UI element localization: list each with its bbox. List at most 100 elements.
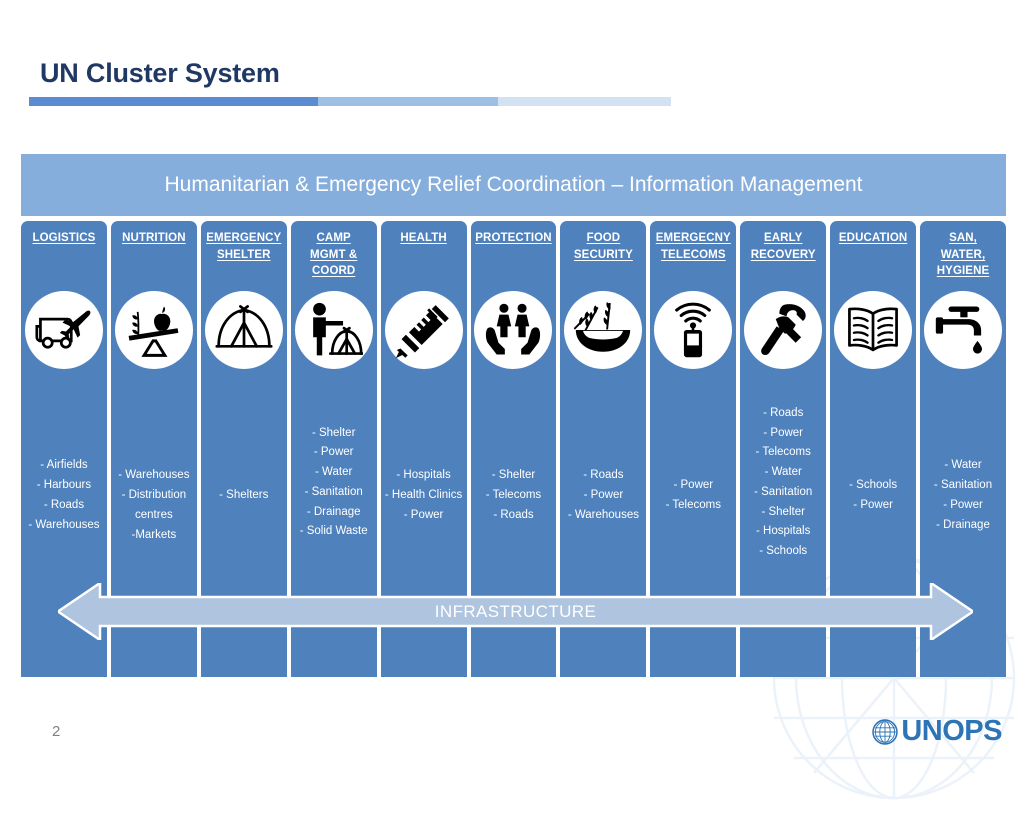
cluster-column[interactable]: HEALTH - Hospitals - Health Clinics - Powe… (380, 221, 467, 677)
cluster-list-item: - Drainage (936, 518, 990, 531)
cluster-column-header: EARLY RECOVERY (740, 230, 826, 263)
cluster-list-item: - Water (764, 466, 802, 479)
cluster-list-item: - Roads (763, 406, 804, 419)
cluster-column-list: - Airfields - Harbours - Roads - Warehouses (21, 456, 107, 535)
cluster-column-header: HEALTH (381, 230, 467, 247)
cluster-list-item: - Warehouses (118, 469, 190, 482)
un-emblem-icon (872, 718, 899, 745)
cluster-column-header-line: SECURITY (573, 248, 633, 261)
cluster-column-list: - Roads - Power - Telecoms - Water - Sanitat… (740, 404, 826, 562)
cluster-column[interactable]: EDUCATION - Schools- Power (830, 221, 917, 677)
cluster-column-header-line: HEALTH (400, 232, 447, 244)
syringe-icon (384, 291, 463, 369)
cluster-list-item: - Shelters (219, 489, 269, 502)
cluster-column-header-line: WATER, (940, 248, 986, 261)
cluster-column[interactable]: PROTECTION - Shelter- Telecoms- Roads (470, 221, 557, 677)
page-title: UN Cluster System (40, 58, 280, 88)
cluster-column-header-line: CAMP (316, 232, 351, 244)
cluster-column-header-line: MGMT & (310, 248, 358, 261)
cluster-column-list: - Shelters (201, 486, 287, 506)
cluster-list-item: - Drainage (306, 505, 361, 518)
title-underline-rule (29, 97, 672, 106)
cluster-column[interactable]: EMERGENCY SHELTER - Shelters (200, 221, 287, 677)
cluster-list-item: - Distribution centres (121, 489, 187, 521)
mobile-signal-icon (654, 291, 733, 369)
cluster-list-item: - Hospitals (756, 525, 811, 538)
banner: Humanitarian & Emergency Relief Coordina… (21, 154, 1006, 216)
cluster-list-item: - Telecoms (485, 489, 542, 502)
hands-people-icon (474, 291, 553, 369)
cluster-column[interactable]: NUTRITION - Warehouses - Distribution cen… (110, 221, 197, 677)
cluster-list-item: - Warehouses (28, 518, 100, 531)
cluster-column-header-line: EARLY (763, 232, 803, 244)
unops-logo: UNOPS (872, 717, 1002, 746)
cluster-list-item: - Water (315, 466, 353, 479)
cluster-list-item: - Sanitation (933, 479, 993, 492)
cluster-list-item: - Shelter (491, 469, 536, 482)
tent-icon (204, 291, 283, 369)
cluster-column-header-line: TELECOMS (660, 248, 726, 261)
cluster-list-item: - Health Clinics (384, 489, 463, 502)
cluster-list-item: - Roads (43, 498, 85, 511)
cluster-column-list: - Warehouses- Distribution centres-Marke… (111, 466, 197, 545)
cluster-list-item: - Power (763, 426, 804, 439)
cluster-list-item: - Schools (759, 545, 808, 558)
cluster-column-header-line: EMERGENCY (206, 232, 282, 244)
cluster-list-item: - Shelter (311, 426, 356, 439)
cluster-list-item: - Water (944, 459, 982, 472)
cluster-list-item: - Harbours (36, 479, 92, 492)
cluster-column-header-line: RECOVERY (750, 248, 816, 261)
cluster-column-header-line: COORD (312, 265, 356, 278)
cluster-column-list: - Shelter - Telecoms - Roads (471, 466, 557, 525)
cluster-column[interactable]: LOGISTICS - Airfields- Harbours- Roads- … (21, 221, 107, 677)
unops-logo-text: UNOPS (901, 715, 1002, 747)
cluster-column-header-line: SAN, (949, 232, 977, 244)
truck-plane-icon (24, 291, 103, 369)
cluster-column-list: - Hospitals - Health Clinics - Power (381, 466, 467, 525)
cluster-column-header: EMERGENCY SHELTER (201, 230, 287, 263)
cluster-column-header: CAMP MGMT & COORD (291, 230, 377, 280)
tap-water-icon (924, 291, 1003, 369)
cluster-column-header-line: HYGIENE (936, 265, 990, 278)
cluster-column-header: EDUCATION (830, 230, 916, 247)
cluster-columns: LOGISTICS - Airfields- Harbours- Roads- … (21, 221, 1006, 677)
cluster-list-item: - Roads (583, 469, 624, 482)
cluster-list-item: - Shelter (761, 505, 805, 518)
open-book-icon (834, 291, 913, 369)
cluster-column-list: - Schools- Power (830, 476, 916, 516)
cluster-column-list: - Roads - Power - Warehouses (560, 466, 646, 525)
cluster-list-item: - Power (943, 498, 983, 511)
cluster-list-item: - Telecoms (755, 446, 811, 459)
cluster-list-item: - Warehouses (567, 508, 639, 521)
cluster-list-item: - Hospitals (396, 469, 451, 482)
cluster-column-header: NUTRITION (111, 230, 197, 247)
cluster-column-list: - Shelter- Power- Water- Sanitation- Dra… (291, 424, 377, 543)
rule-segment-dark (29, 97, 318, 106)
cluster-list-item: - Solid Waste (299, 525, 368, 538)
cluster-column-header-line: SHELTER (217, 248, 271, 261)
person-tent-icon (294, 291, 373, 369)
cluster-list-item: - Sanitation (754, 485, 813, 498)
cluster-list-item: - Schools (849, 479, 898, 492)
cluster-list-item: - Airfields (40, 459, 88, 472)
cluster-list-item: - Sanitation (304, 485, 363, 498)
cluster-column-header-line: NUTRITION (122, 232, 186, 244)
cluster-list-item: - Roads (493, 508, 534, 521)
cluster-column[interactable]: SAN, WATER, HYGIENE - Water - Sanitation - P… (920, 221, 1006, 677)
cluster-list-item: - Power (673, 479, 714, 492)
cluster-list-item: - Power (403, 508, 444, 521)
cluster-list-item: - Telecoms (665, 498, 721, 511)
cluster-column-header-line: EDUCATION (838, 232, 908, 244)
wheat-bowl-icon (564, 291, 643, 369)
cluster-column-list: - Water - Sanitation - Power - Drainage (920, 456, 1006, 535)
cluster-list-item: - Power (583, 489, 624, 502)
cluster-column-list: - Power - Telecoms (650, 476, 736, 516)
rule-segment-medium (317, 97, 498, 106)
page-number: 2 (52, 723, 61, 740)
